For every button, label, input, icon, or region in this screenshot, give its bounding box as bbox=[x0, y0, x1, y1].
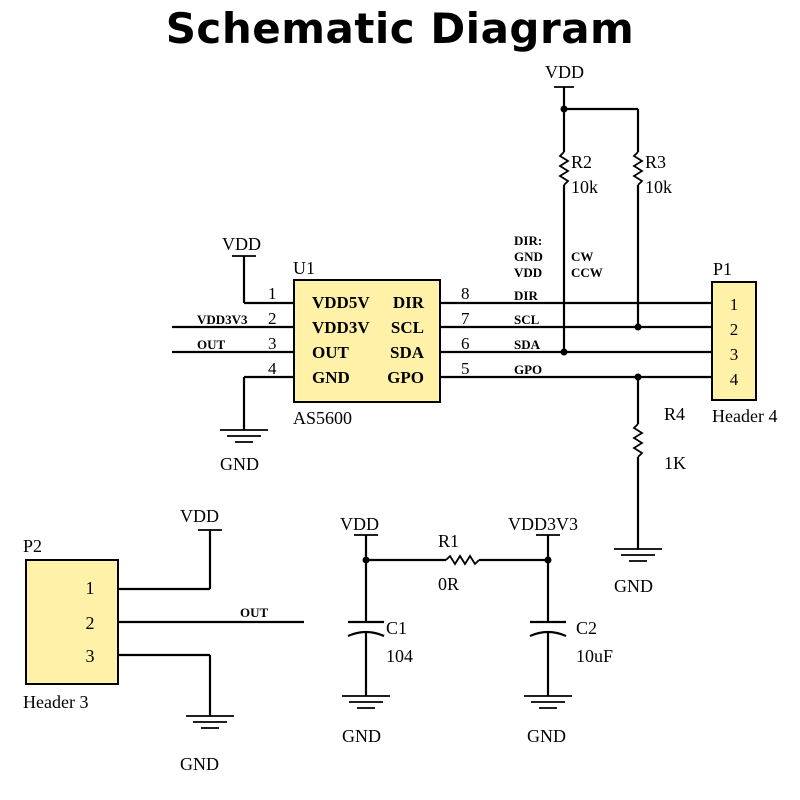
p2-gnd-label: GND bbox=[180, 754, 219, 774]
r1-value: 0R bbox=[438, 574, 459, 594]
u1-out-net: OUT bbox=[197, 337, 226, 352]
u1-body bbox=[293, 279, 441, 403]
dir-note-vdd: VDD bbox=[514, 265, 542, 280]
c2-gnd-label: GND bbox=[527, 726, 566, 746]
resistor-r4: R4 1K GND bbox=[614, 377, 686, 596]
u1-pin2-num: 2 bbox=[268, 309, 277, 328]
u1-vdd-label: VDD bbox=[222, 234, 261, 254]
p1-pin1: 1 bbox=[730, 295, 739, 314]
vdd-top-label: VDD bbox=[545, 62, 584, 82]
net-sda-label: SDA bbox=[514, 337, 541, 352]
r4-gnd-label: GND bbox=[614, 576, 653, 596]
p2-pin3: 3 bbox=[86, 646, 95, 666]
dir-note-ccw: CCW bbox=[571, 265, 603, 280]
p2-out-net: OUT bbox=[240, 605, 269, 620]
net-dir-label: DIR bbox=[514, 288, 538, 303]
c2-vdd3v3-label: VDD3V3 bbox=[508, 514, 578, 534]
r1-ref: R1 bbox=[438, 531, 459, 551]
c1-value: 104 bbox=[386, 646, 413, 666]
dir-note: DIR: GND CW VDD CCW bbox=[514, 233, 603, 280]
r4-value: 1K bbox=[664, 453, 686, 473]
c2-ref: C2 bbox=[576, 618, 597, 638]
net-scl-label: SCL bbox=[514, 312, 540, 327]
r2-value: 10k bbox=[571, 177, 598, 197]
u1-ref: U1 bbox=[293, 258, 315, 278]
u1-pin6-num: 6 bbox=[461, 334, 470, 353]
u1-pin1-num: 1 bbox=[268, 284, 277, 303]
c1-ref: C1 bbox=[386, 618, 407, 638]
c2-value: 10uF bbox=[576, 646, 613, 666]
dir-note-gnd: GND bbox=[514, 249, 543, 264]
r3-ref: R3 bbox=[645, 152, 666, 172]
u1-pin4-name: GND bbox=[312, 368, 350, 387]
resistor-r2: R2 10k bbox=[558, 109, 598, 356]
u1-pin5-name: GPO bbox=[387, 368, 424, 387]
dir-note-cw: CW bbox=[571, 249, 593, 264]
p1-pin4: 4 bbox=[730, 370, 739, 389]
r2-ref: R2 bbox=[571, 152, 592, 172]
r4-ref: R4 bbox=[664, 404, 685, 424]
p2-ref: P2 bbox=[23, 536, 42, 556]
p2-body bbox=[25, 559, 119, 685]
p2-name: Header 3 bbox=[23, 692, 88, 712]
net-gpo-label: GPO bbox=[514, 362, 542, 377]
u1-right-wiring: DIR SCL SDA GPO bbox=[440, 288, 712, 381]
u1-pin3-num: 3 bbox=[268, 334, 277, 353]
c1-gnd-label: GND bbox=[342, 726, 381, 746]
u1-gnd-label: GND bbox=[220, 454, 259, 474]
u1-pin1-name: VDD5V bbox=[312, 293, 370, 312]
c1-vdd-label: VDD bbox=[340, 514, 379, 534]
dir-note-title: DIR: bbox=[514, 233, 542, 248]
p1-ref: P1 bbox=[713, 259, 732, 279]
u1-left-wiring: VDD VDD3V3 OUT GND bbox=[172, 234, 294, 474]
u1-part: AS5600 bbox=[293, 408, 352, 428]
p2-pin1: 1 bbox=[86, 578, 95, 598]
p2-vdd-label: VDD bbox=[180, 506, 219, 526]
u1-pin3-name: OUT bbox=[312, 343, 350, 362]
u1-pin2-name: VDD3V bbox=[312, 318, 370, 337]
p2-pin2: 2 bbox=[86, 613, 95, 633]
p1-body bbox=[711, 281, 757, 401]
u1-pin8-num: 8 bbox=[461, 284, 470, 303]
u1-pin5-num: 5 bbox=[461, 359, 470, 378]
u1-vdd3v3-net: VDD3V3 bbox=[197, 312, 248, 327]
header-p1: P1 1 2 3 4 Header 4 bbox=[711, 259, 777, 426]
u1-pin6-name: SDA bbox=[390, 343, 425, 362]
page-title: Schematic Diagram bbox=[165, 4, 635, 53]
u1-pin7-num: 7 bbox=[461, 309, 470, 328]
p1-name: Header 4 bbox=[712, 406, 777, 426]
u1-chip: U1 AS5600 VDD5V VDD3V OUT GND DIR SCL SD… bbox=[268, 258, 470, 428]
resistor-r3: R3 10k bbox=[632, 109, 672, 331]
vdd-top-supply: VDD bbox=[545, 62, 638, 113]
power-filter-section: VDD VDD3V3 R1 0R C1 104 GND C2 10uF GND bbox=[340, 514, 613, 746]
u1-pin4-num: 4 bbox=[268, 359, 277, 378]
header-p2: P2 1 2 3 Header 3 VDD OUT GND bbox=[23, 506, 304, 774]
p1-pin3: 3 bbox=[730, 345, 739, 364]
r3-value: 10k bbox=[645, 177, 672, 197]
u1-pin7-name: SCL bbox=[391, 318, 424, 337]
u1-pin8-name: DIR bbox=[393, 293, 425, 312]
p1-pin2: 2 bbox=[730, 320, 739, 339]
